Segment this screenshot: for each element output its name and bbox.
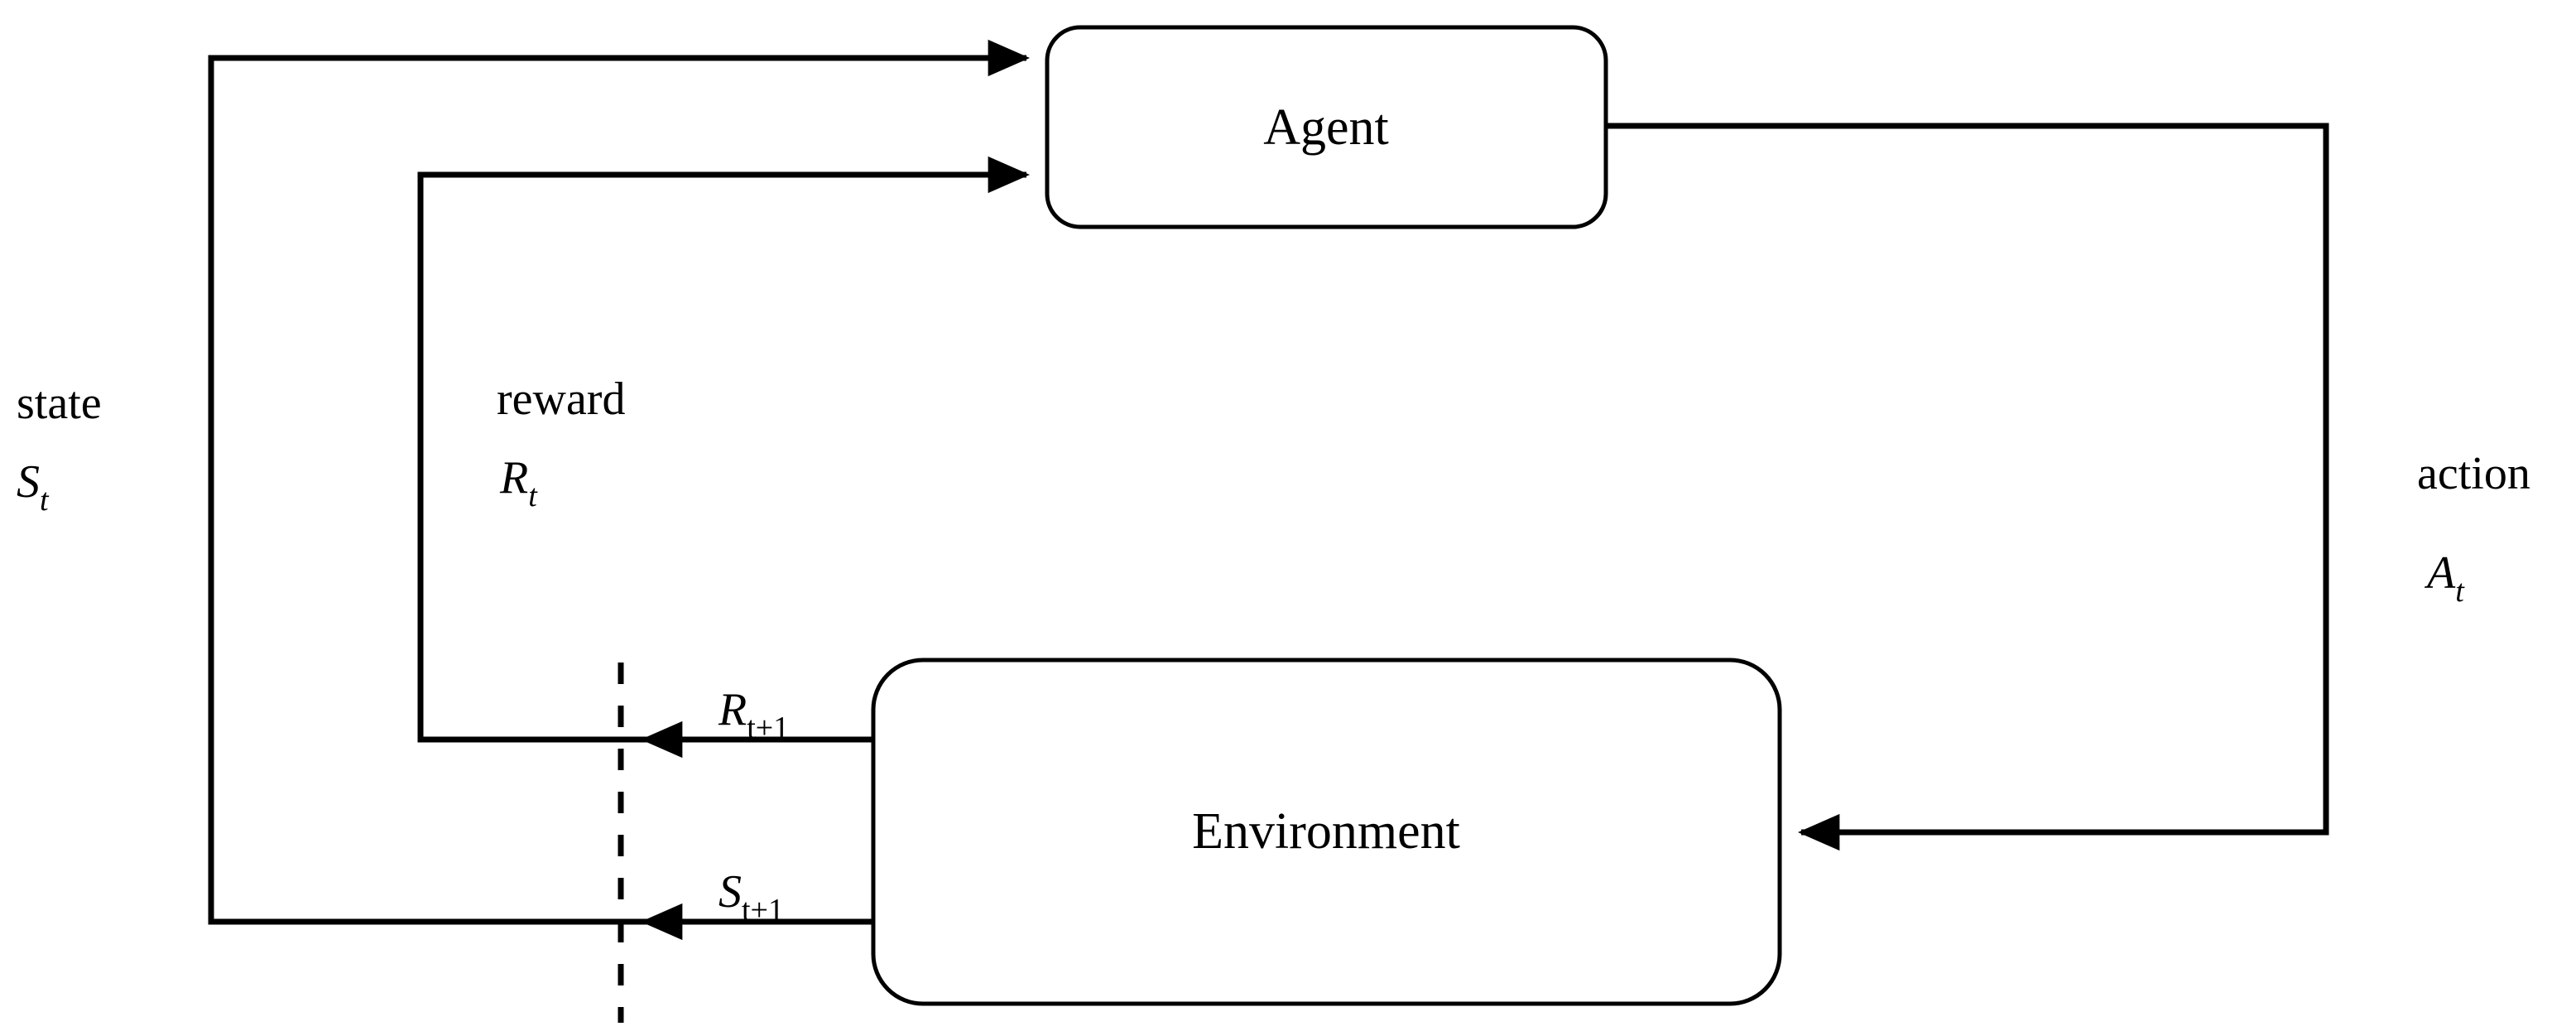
reward-label-word: reward: [497, 373, 625, 425]
action-label-symbol: At: [2424, 547, 2465, 609]
state-label-symbol: St: [17, 456, 50, 518]
agent-box[interactable]: [1045, 25, 1608, 229]
next-reward-symbol-glyph: R: [718, 684, 747, 735]
reward-label-symbol: Rt: [499, 452, 538, 513]
state-symbol-glyph: S: [17, 456, 40, 508]
reward-subscript-glyph: t: [528, 479, 538, 513]
action-symbol-glyph: A: [2424, 547, 2456, 599]
action-subscript-glyph: t: [2455, 574, 2465, 609]
next-state-label: St+1: [718, 866, 784, 928]
state-subscript-glyph: t: [40, 483, 50, 518]
next-reward-subscript-glyph: t+1: [747, 711, 789, 745]
reward-symbol-glyph: R: [499, 452, 528, 504]
next-state-symbol-glyph: S: [718, 866, 742, 918]
environment-box[interactable]: [871, 658, 1782, 1006]
next-state-subscript-glyph: t+1: [742, 893, 784, 928]
environment-box-label: Environment: [1192, 803, 1460, 860]
agent-box-label: Agent: [1263, 99, 1389, 156]
action-path: [1606, 123, 2329, 851]
state-label-word: state: [17, 378, 102, 429]
next-reward-label: Rt+1: [718, 684, 789, 745]
state-feedback-path: [208, 39, 1031, 925]
action-label-word: action: [2417, 448, 2530, 499]
